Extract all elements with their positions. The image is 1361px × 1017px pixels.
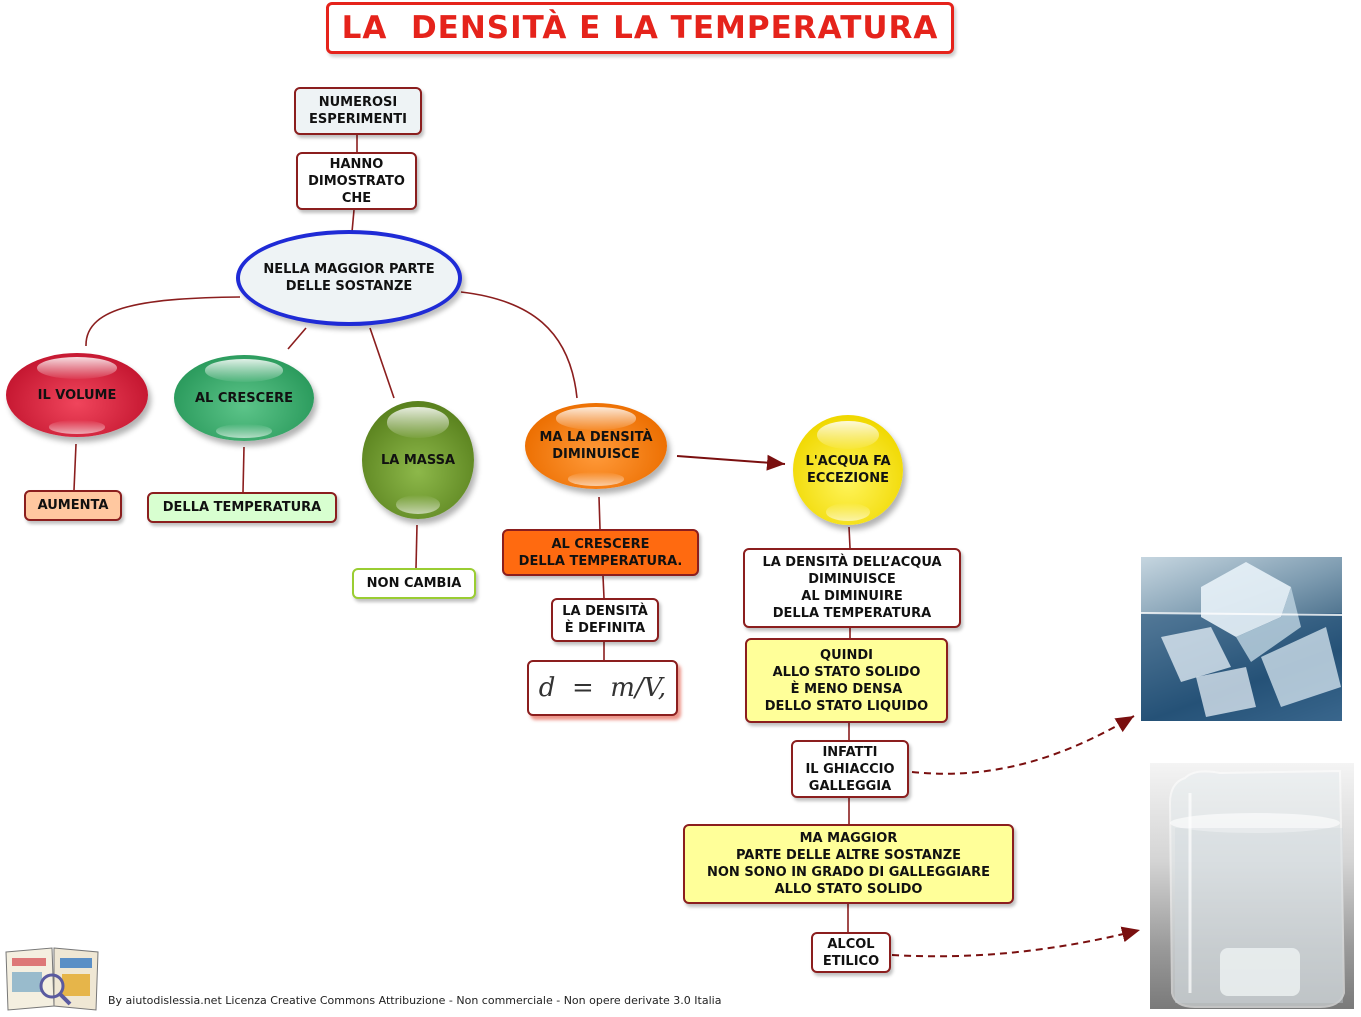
bubble-highlight [216,423,272,438]
bubble-highlight [37,357,117,380]
node-hanno-dimostrato: HANNO DIMOSTRATO CHE [296,152,417,210]
node-acqua-eccezione-label: L'ACQUA FA ECCEZIONE [805,454,891,486]
node-il-volume: IL VOLUME [6,353,148,437]
node-quindi: QUINDI ALLO STATO SOLIDO È MENO DENSA DE… [745,638,948,723]
bubble-highlight [204,359,284,382]
node-la-massa: LA MASSA [362,401,474,519]
node-al-crescere-della-temperatura: AL CRESCERE DELLA TEMPERATURA. [502,529,699,576]
bubble-highlight [826,503,870,521]
bubble-highlight [567,471,625,486]
bubble-highlight [556,407,636,430]
node-densita-definita: LA DENSITÀ È DEFINITA [551,598,659,642]
bubble-highlight [386,406,450,438]
bubble-highlight [48,420,106,434]
bubble-highlight [395,495,441,515]
page-title: LA DENSITÀ E LA TEMPERATURA [326,2,954,54]
ice-cubes-photo [1141,557,1342,721]
node-al-crescere: AL CRESCERE [174,355,314,441]
node-al-crescere-label: AL CRESCERE [195,390,293,406]
node-infatti: INFATTI IL GHIACCIO GALLEGGIA [791,740,909,798]
node-densita-diminuisce-label: MA LA DENSITÀ DIMINUISCE [539,430,653,462]
book-logo-icon [5,947,99,1011]
node-nella-maggior-parte: NELLA MAGGIOR PARTE DELLE SOSTANZE [236,230,462,326]
ice-cubes-illustration [1141,562,1342,721]
node-alcol-etilico: ALCOL ETILICO [811,932,891,973]
license-credit: By aiutodislessia.net Licenza Creative C… [108,994,722,1007]
node-densita-diminuisce: MA LA DENSITÀ DIMINUISCE [525,403,667,489]
node-densita-acqua: LA DENSITÀ DELL’ACQUA DIMINUISCE AL DIMI… [743,548,961,628]
node-aumenta: AUMENTA [24,490,122,521]
node-numerosi-esperimenti: NUMEROSI ESPERIMENTI [294,87,422,135]
density-formula: d = m/V, [527,660,678,716]
node-la-massa-label: LA MASSA [380,452,456,468]
node-il-volume-label: IL VOLUME [37,387,117,403]
bubble-highlight [817,420,879,450]
node-ma-maggior-parte: MA MAGGIOR PARTE DELLE ALTRE SOSTANZE NO… [683,824,1014,904]
beaker-illustration [1168,769,1346,1008]
node-non-cambia: NON CAMBIA [352,568,476,599]
aiutodislessia-logo [4,944,102,1012]
node-acqua-eccezione: L'ACQUA FA ECCEZIONE [793,415,903,525]
node-della-temperatura: DELLA TEMPERATURA [147,492,337,523]
beaker-photo [1150,763,1354,1009]
